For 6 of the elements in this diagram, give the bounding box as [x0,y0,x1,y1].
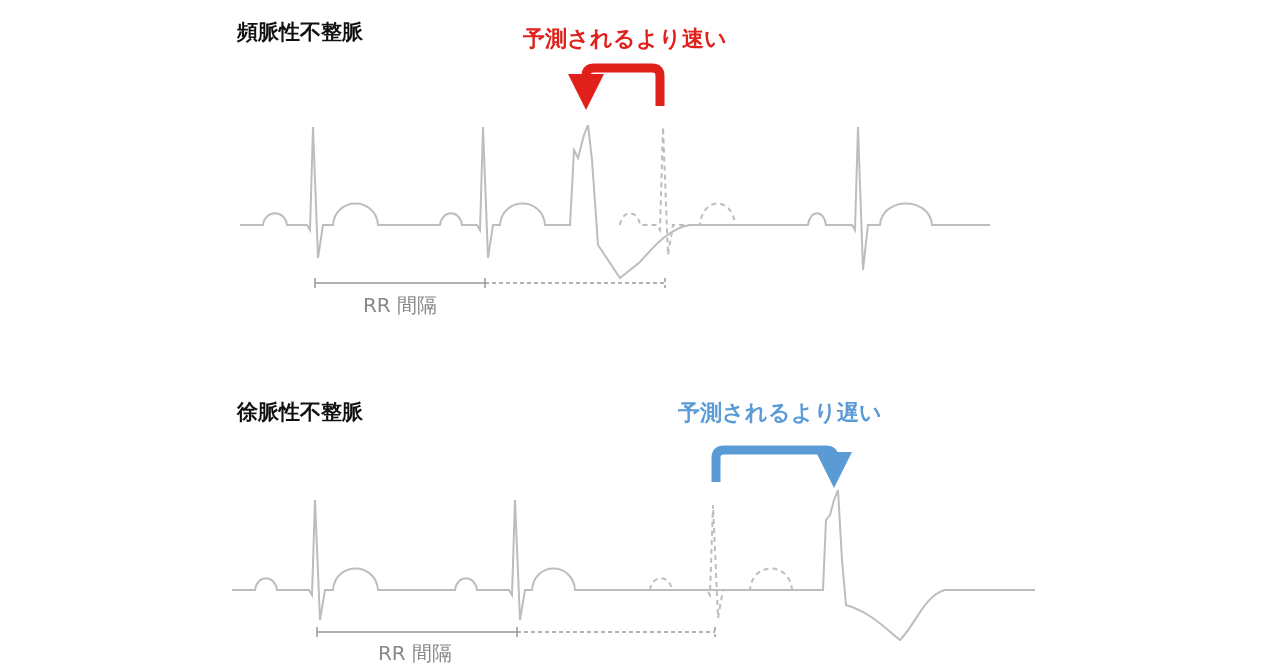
interval-label: RR 間隔 [362,292,438,319]
interval-label: RR 間隔 [377,640,453,667]
annotation-text: 予測されるより遅い [678,399,882,427]
annotation-text: 予測されるより速い [523,25,727,53]
section-heading: 頻脈性不整脈 [237,19,363,46]
section-heading: 徐脈性不整脈 [237,399,363,426]
